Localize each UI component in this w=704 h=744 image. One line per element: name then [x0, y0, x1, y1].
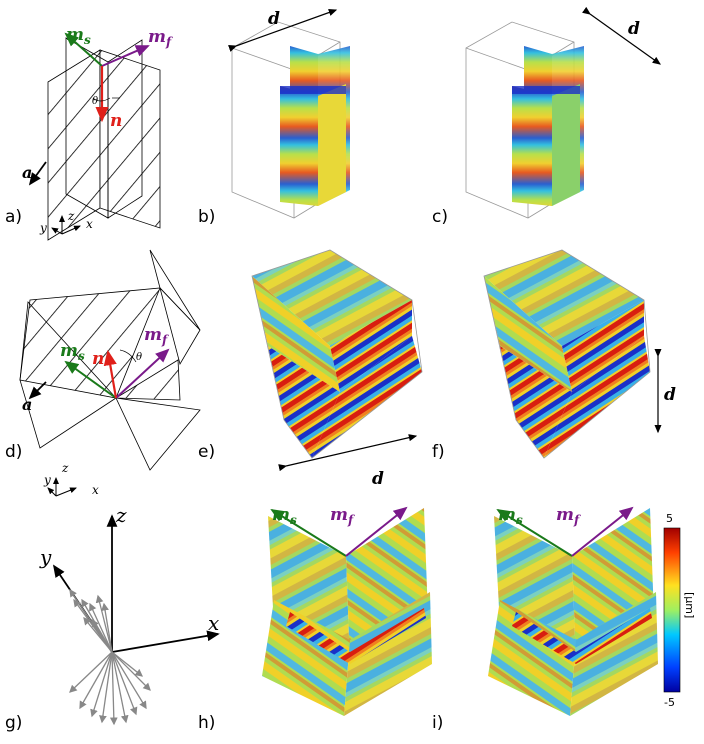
axes-triad-d [47, 477, 77, 497]
z-axis-label-d: z [61, 461, 69, 475]
panel-label-h: h) [198, 713, 215, 733]
panel-f-surface [483, 249, 662, 459]
n-label-d: n [92, 349, 104, 369]
axes-triad-a [51, 215, 81, 235]
panel-label-d: d) [5, 442, 22, 462]
colorbar-unit: [µm] [683, 592, 696, 618]
colorbar-max: 5 [666, 512, 673, 525]
ms-label-a: ms [66, 25, 91, 47]
a-vector-label-d: a [22, 395, 32, 414]
z-axis-label-a: z [67, 209, 75, 223]
panel-c-surface [465, 6, 661, 219]
theta-label-a: θ [92, 96, 98, 107]
a-vector-label-a: a [22, 163, 32, 182]
mf-label-h: mf [330, 505, 355, 527]
colorbar [663, 527, 681, 693]
panel-label-i: i) [432, 713, 443, 733]
d-label-c: d [628, 19, 640, 39]
panel-g-vectors [52, 514, 220, 726]
y-axis-label-g: y [39, 545, 52, 569]
panel-a-schematic [28, 32, 161, 241]
d-label-f: d [664, 385, 676, 405]
panel-label-c: c) [432, 207, 448, 227]
x-axis-label-a: x [86, 217, 93, 231]
y-axis-label-a: y [39, 221, 47, 235]
x-axis-label-d: x [92, 483, 99, 497]
mf-label-d: mf [144, 325, 169, 347]
mf-label-i: mf [556, 505, 581, 527]
panel-label-g: g) [5, 713, 22, 733]
z-axis-label-g: z [115, 503, 127, 527]
panel-label-e: e) [198, 442, 215, 462]
ms-label-d: ms [60, 341, 85, 363]
colorbar-gradient [663, 527, 681, 693]
panel-i-surface [488, 506, 658, 716]
ms-label-i: ms [498, 505, 523, 527]
panel-label-a: a) [5, 207, 22, 227]
n-label-a: n [110, 111, 122, 131]
panel-d-schematic [19, 249, 201, 471]
x-axis-label-g: x [208, 611, 219, 635]
panel-h-surface [262, 506, 432, 716]
panel-b-surface [228, 9, 350, 219]
panel-e-surface [251, 249, 423, 472]
panel-label-b: b) [198, 207, 215, 227]
d-label-e: d [372, 469, 384, 489]
mf-label-a: mf [148, 27, 173, 49]
theta-label-d: θ [136, 352, 142, 363]
panel-label-f: f) [432, 442, 445, 462]
colorbar-min: -5 [664, 696, 675, 709]
y-axis-label-d: y [43, 473, 51, 487]
ms-label-h: ms [272, 505, 297, 527]
d-label-b: d [268, 9, 280, 29]
